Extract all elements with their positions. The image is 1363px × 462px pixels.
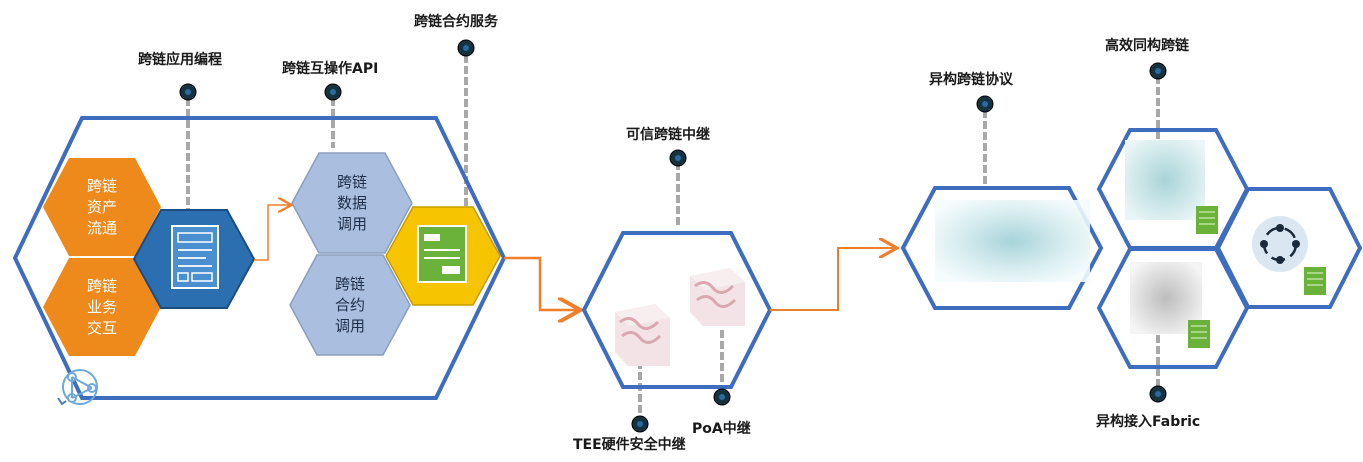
block-icon <box>1188 320 1210 348</box>
hex-consensus <box>1215 187 1363 309</box>
block-icon <box>1304 267 1326 295</box>
pin-centers <box>185 45 1161 427</box>
callout-app-programming: 跨链应用编程 <box>138 52 222 68</box>
callout-trusted-relay: 可信跨链中继 <box>626 127 710 143</box>
cell-asset-flow: 跨链 资产 流通 <box>86 177 117 237</box>
callout-fabric-access: 异构接入Fabric <box>1096 414 1201 430</box>
consensus-circle-icon <box>1252 216 1308 272</box>
cell-contract-call: 跨链 合约 调用 <box>334 275 365 335</box>
contract-document-icon <box>417 225 467 283</box>
network-share-icon <box>57 369 98 406</box>
homo-crosschain-image <box>1125 140 1205 220</box>
arrow-app-to-relay <box>504 256 578 310</box>
arrow-relay-to-protocol <box>770 248 895 311</box>
callout-poa-relay: PoA中继 <box>692 421 751 437</box>
document-icon <box>171 225 219 289</box>
callout-interop-api: 跨链互操作API <box>282 61 379 77</box>
hex-data-call <box>291 152 413 254</box>
hex-contract-call <box>289 254 411 356</box>
hex-hetero-protocol <box>900 186 1104 310</box>
hex-asset-flow <box>43 158 161 256</box>
callout-hetero-protocol: 异构跨链协议 <box>929 72 1013 88</box>
callout-homo-crosschain: 高效同构跨链 <box>1105 38 1189 54</box>
cell-data-call: 跨链 数据 调用 <box>336 173 367 233</box>
callout-tee-relay: TEE硬件安全中继 <box>573 437 686 453</box>
cell-business-interact: 跨链 业务 交互 <box>86 277 117 337</box>
arrow-app-to-api <box>254 205 290 261</box>
hetero-protocol-image <box>935 200 1090 282</box>
callout-contract-service: 跨链合约服务 <box>414 14 498 30</box>
block-icon <box>1196 206 1218 234</box>
relay-box-icon <box>690 268 745 326</box>
relay-box-icon <box>615 304 670 366</box>
hex-business-interact <box>43 258 161 356</box>
